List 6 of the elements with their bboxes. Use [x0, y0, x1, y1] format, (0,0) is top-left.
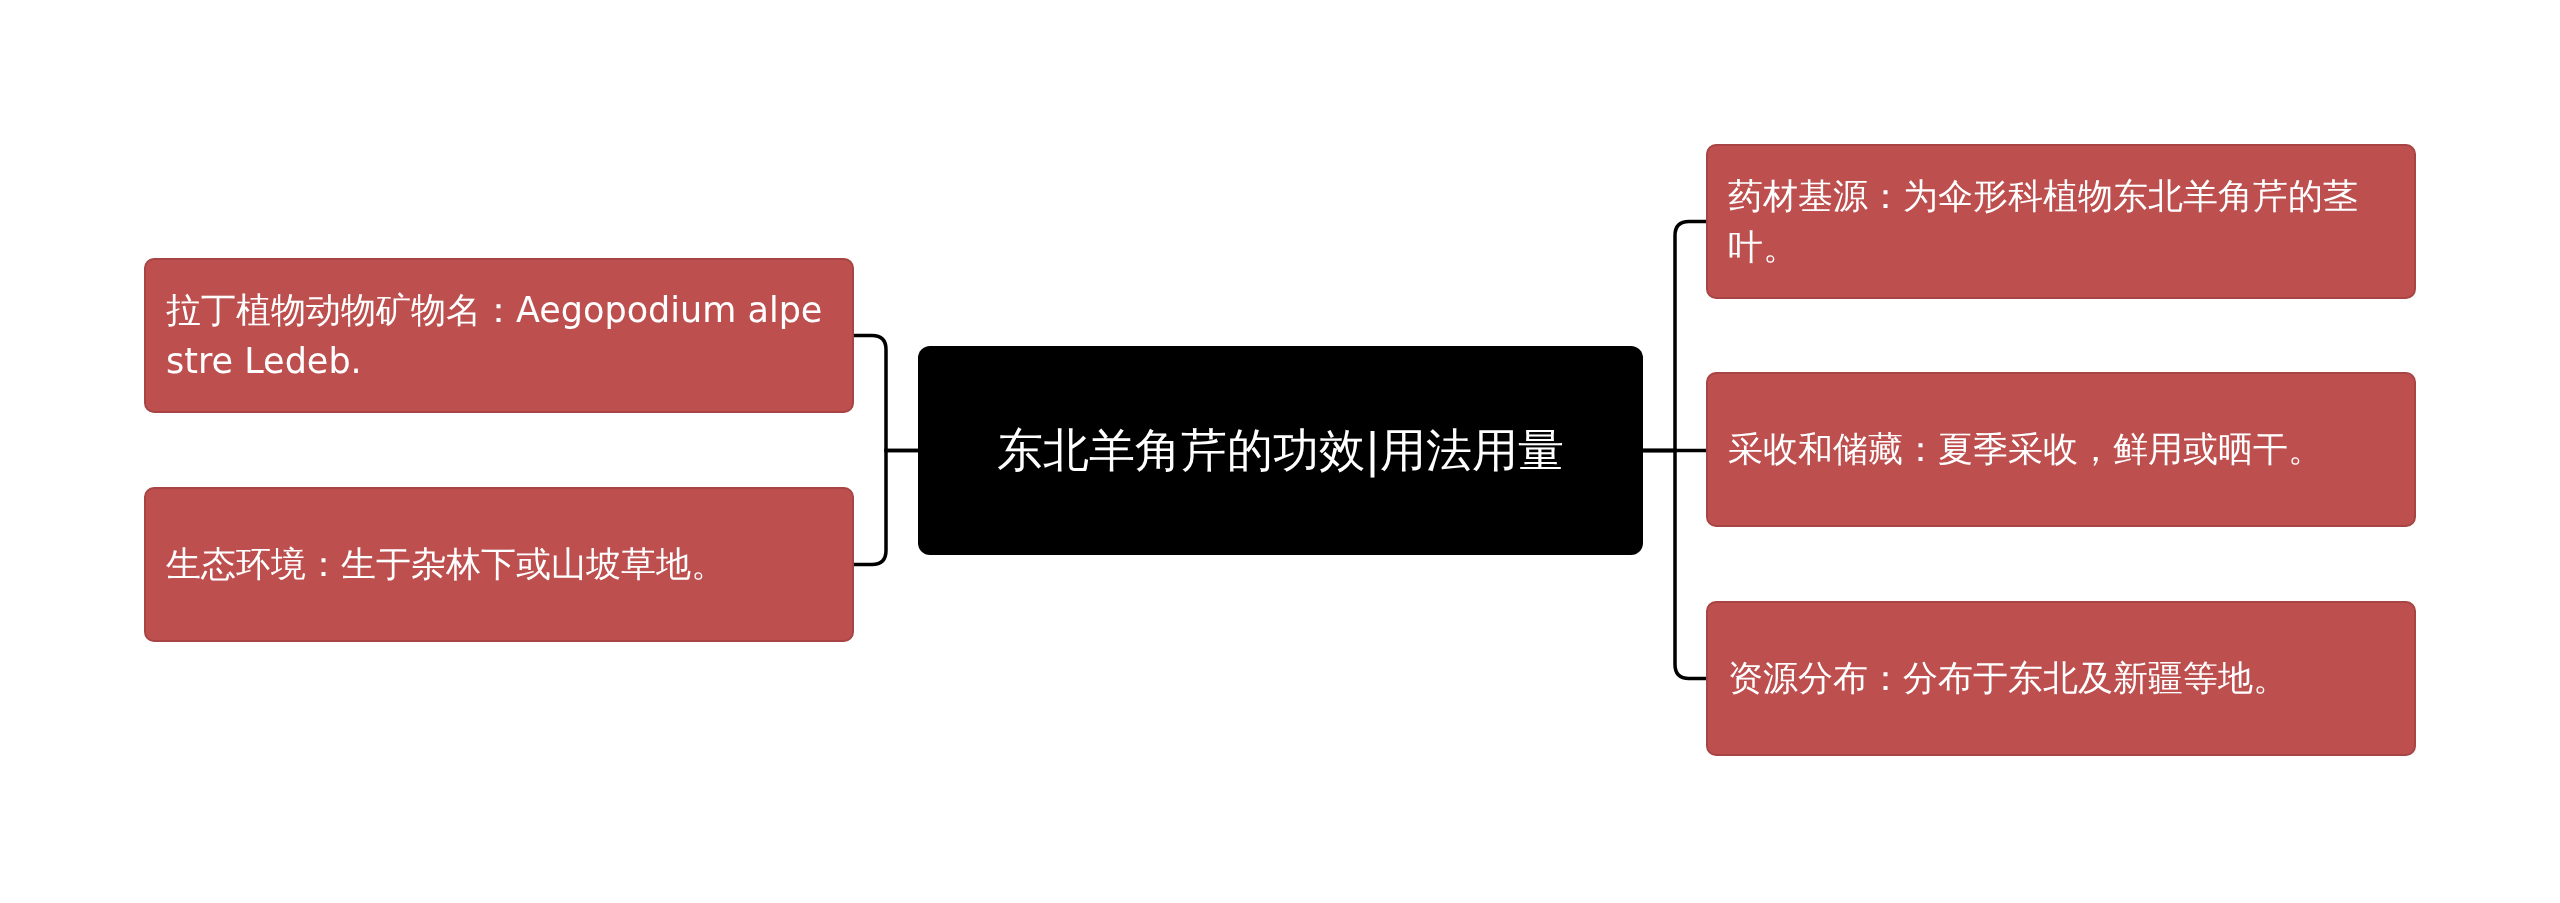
subtopic-box: 资源分布：分布于东北及新疆等地。	[1706, 601, 2416, 756]
subtopic-box: 生态环境：生于杂林下或山坡草地。	[144, 487, 854, 642]
subtopic-box: 药材基源：为伞形科植物东北羊角芹的茎叶。	[1706, 144, 2416, 299]
subtopic-box: 采收和储藏：夏季采收，鲜用或晒干。	[1706, 372, 2416, 527]
topic-box: 东北羊角芹的功效|用法用量	[918, 346, 1643, 555]
subtopic-box: 拉丁植物动物矿物名：Aegopodium alpestre Ledeb.	[144, 258, 854, 413]
